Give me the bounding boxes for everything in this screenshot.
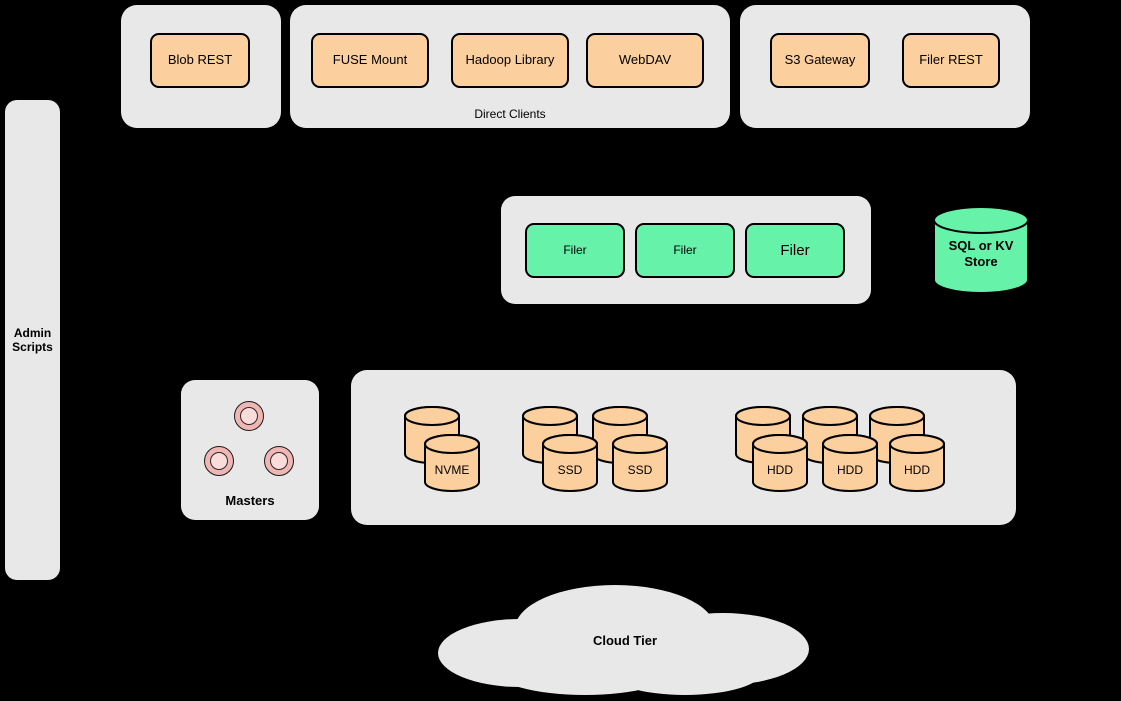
hdd-disk-label-2: HDD <box>837 463 863 477</box>
ssd-disk-1: SSD <box>541 433 599 493</box>
gateway-group: S3 Gateway Filer REST <box>740 5 1030 128</box>
direct-clients-label: Direct Clients <box>474 107 546 121</box>
hdd-disk-label-3: HDD <box>904 463 930 477</box>
cloud-tier-shape: Cloud Tier <box>435 583 815 698</box>
node-filer-3: Filer <box>745 223 845 278</box>
database-cylinder-icon <box>933 206 1029 294</box>
ssd-disk-2: SSD <box>611 433 669 493</box>
node-s3-gateway: S3 Gateway <box>770 33 870 88</box>
nvme-disk: NVME <box>423 433 481 493</box>
cloud-icon <box>438 585 809 695</box>
master-node-icon-1 <box>234 401 264 431</box>
cloud-tier-label: Cloud Tier <box>592 633 658 648</box>
hdd-disk-label-1: HDD <box>767 463 793 477</box>
nvme-disk-back <box>403 405 461 465</box>
node-filer-rest: Filer REST <box>902 33 1000 88</box>
node-filer-2: Filer <box>635 223 735 278</box>
nvme-disk-label: NVME <box>434 463 470 477</box>
master-node-icon-2 <box>204 446 234 476</box>
hdd-disk-3: HDD <box>888 433 946 493</box>
filer-group: Filer Filer Filer <box>501 196 871 304</box>
admin-scripts-panel: Admin Scripts <box>5 100 60 580</box>
direct-clients-group: FUSE Mount Hadoop Library WebDAV Direct … <box>290 5 730 128</box>
sql-kv-store-cylinder: SQL or KV Store <box>931 205 1031 295</box>
node-hadoop-library: Hadoop Library <box>451 33 569 88</box>
hdd-disk-2: HDD <box>821 433 879 493</box>
master-node-icon-3 <box>264 446 294 476</box>
ssd-disk-label-2: SSD <box>627 463 653 477</box>
node-filer-1: Filer <box>525 223 625 278</box>
ssd-disk-label-1: SSD <box>557 463 583 477</box>
admin-scripts-label: Admin Scripts <box>12 325 53 354</box>
hdd-disk-1: HDD <box>751 433 809 493</box>
node-webdav: WebDAV <box>586 33 704 88</box>
sql-kv-store-label: SQL or KV Store <box>948 238 1014 270</box>
volume-servers-group: NVME SSD SSD HDD HDD HDD <box>351 370 1016 525</box>
node-blob-rest: Blob REST <box>150 33 250 88</box>
node-fuse-mount: FUSE Mount <box>311 33 429 88</box>
blob-rest-group: Blob REST <box>121 5 281 128</box>
masters-group: Masters <box>181 380 319 520</box>
masters-label: Masters <box>225 493 275 508</box>
